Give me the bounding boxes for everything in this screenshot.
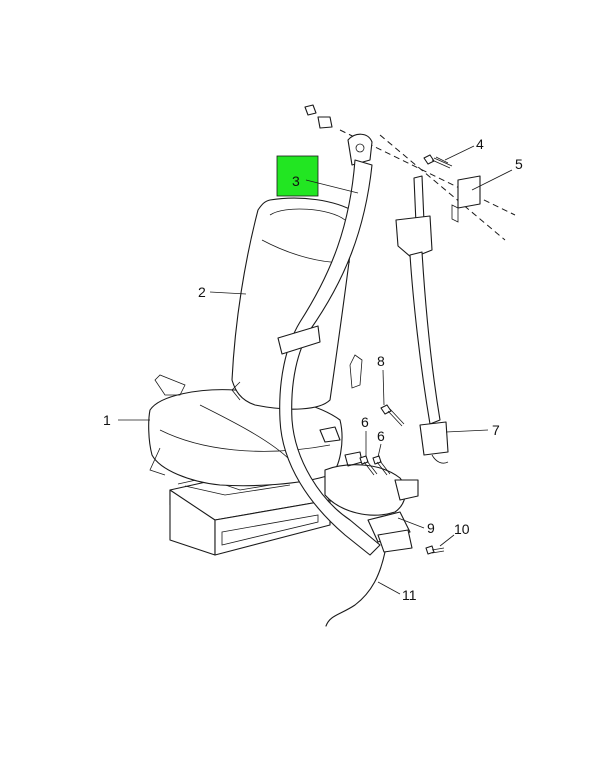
callout-1[interactable]: 1 [103, 412, 111, 428]
bolt-6a [359, 455, 378, 476]
bracket-5 [451, 175, 481, 223]
bolt-8 [380, 404, 405, 427]
leader-lines [118, 145, 513, 595]
callout-9[interactable]: 9 [427, 520, 435, 536]
callout-3[interactable]: 3 [292, 173, 300, 189]
bolt-10 [425, 545, 445, 555]
callout-7[interactable]: 7 [492, 422, 500, 438]
callout-3-highlight[interactable] [276, 155, 319, 197]
bolt-6b [372, 455, 391, 476]
lower-anchor-area [319, 426, 419, 553]
callout-8[interactable]: 8 [377, 353, 385, 369]
callout-11[interactable]: 11 [402, 587, 417, 603]
callout-4[interactable]: 4 [476, 136, 484, 152]
callout-6-right[interactable]: 6 [377, 428, 385, 444]
shoulder-belt [277, 159, 381, 556]
retractor-bracket [395, 175, 449, 464]
seat-back [231, 197, 363, 410]
callout-5[interactable]: 5 [515, 156, 523, 172]
callout-6-left[interactable]: 6 [361, 414, 369, 430]
upper-anchor [304, 104, 516, 241]
cable [325, 551, 386, 627]
callout-2[interactable]: 2 [198, 284, 206, 300]
callout-10[interactable]: 10 [454, 521, 470, 537]
bolt-4 [423, 154, 453, 169]
